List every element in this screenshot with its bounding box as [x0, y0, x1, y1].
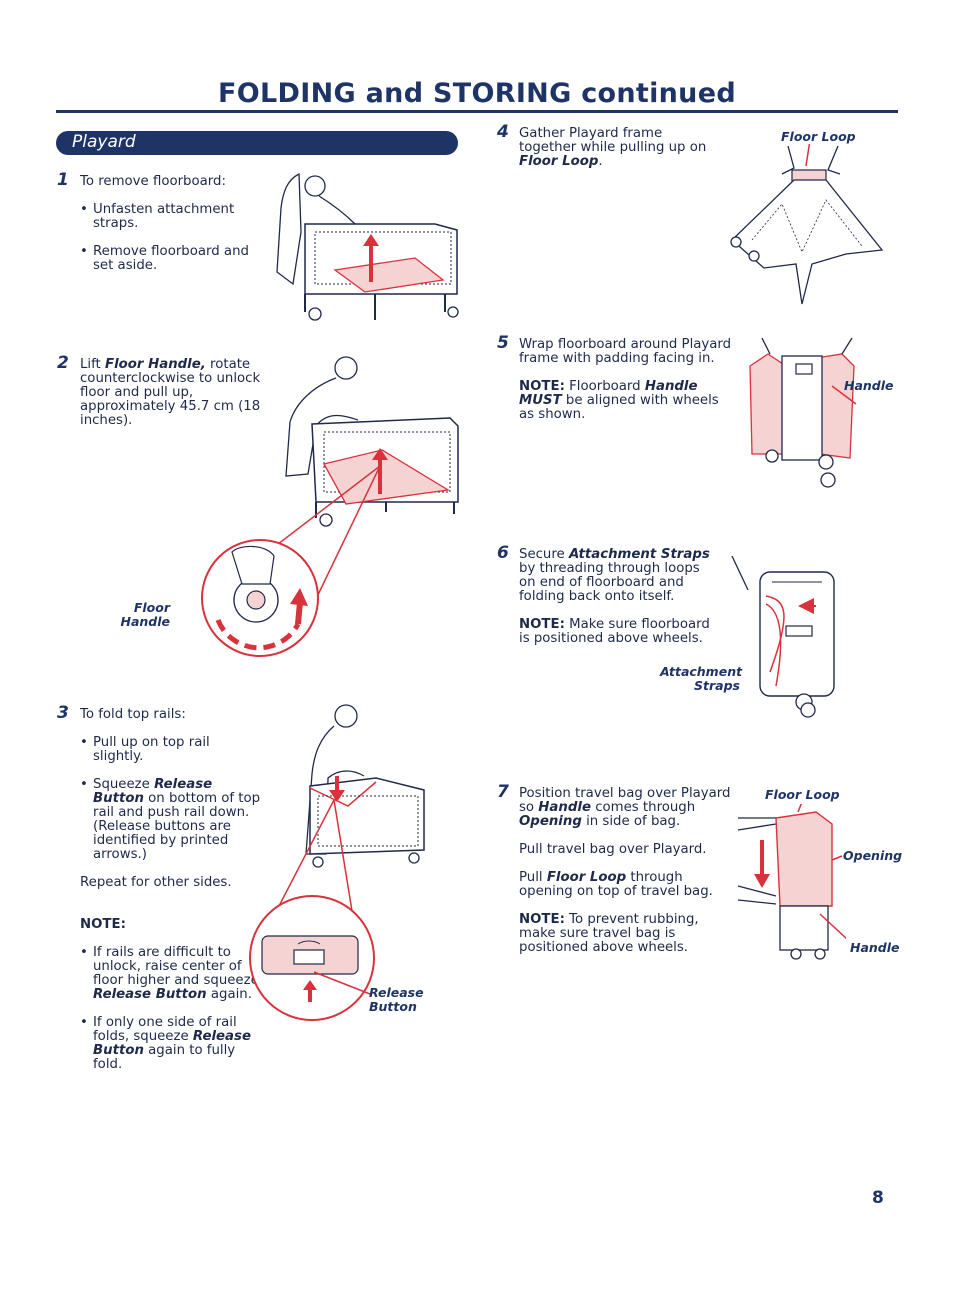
step-4-callout-floor-loop: Floor Loop	[781, 129, 856, 144]
step-6-callout-line-1: Attachment	[660, 664, 743, 679]
section-title: Playard	[72, 132, 136, 152]
step-7-text: Position travel bag over Playard so Hand…	[519, 787, 734, 955]
step-2-text-post: rotate counterclockwise to unlock floor …	[80, 357, 261, 428]
title-rule	[56, 110, 898, 113]
step-3-callout-release-button: Release Button	[369, 985, 424, 1014]
step-7-opening-term: Opening	[519, 814, 582, 829]
step-6-note-label: NOTE:	[519, 617, 565, 632]
step-2-floor-handle-term: Floor Handle,	[105, 357, 206, 372]
step-6-text-pre: Secure	[519, 547, 569, 562]
page-number: 8	[872, 1188, 884, 1208]
step-7-callout-opening: Opening	[843, 848, 903, 863]
step-3-number: 3	[57, 703, 69, 723]
step-6-text: Secure Attachment Straps by threading th…	[519, 548, 719, 646]
step-7-callout-handle: Handle	[850, 940, 900, 955]
step-3-bullet-1: Pull up on top rail slightly.	[80, 736, 262, 764]
step-4-illustration	[730, 144, 884, 305]
step-4-floor-loop-term: Floor Loop	[519, 154, 599, 169]
step-6-note-text: Make sure floorboard is positioned above…	[519, 617, 710, 646]
step-7-floor-loop-term: Floor Loop	[546, 870, 627, 885]
step-7-illustration	[737, 804, 846, 960]
step-3-note-2-post: again to fully fold.	[93, 1043, 236, 1072]
step-3-note-2: If only one side of rail folds, squeeze …	[80, 1016, 262, 1072]
step-5-illustration	[749, 337, 857, 488]
step-2-illustration	[201, 356, 459, 657]
step-3-release-button-term: Release Button	[93, 777, 213, 806]
step-5-note-post: be aligned with wheels as shown.	[519, 393, 719, 422]
step-1-number: 1	[57, 170, 69, 190]
step-1-intro: To remove floorboard:	[80, 174, 226, 189]
step-3-note-1-pre: If rails are difficult to unlock, raise …	[93, 945, 259, 988]
step-4-number: 4	[497, 122, 509, 142]
step-7-p3-post: through opening on top of travel bag.	[519, 870, 713, 899]
step-3-illustration	[249, 704, 425, 1021]
step-6-callout-line-2: Straps	[694, 678, 740, 693]
step-7-note-label: NOTE:	[519, 912, 565, 927]
step-6-callout-attachment-straps: Attachment Straps	[660, 664, 743, 693]
step-6-text-post: by threading through loops on end of flo…	[519, 561, 700, 604]
step-3-note-1: If rails are difficult to unlock, raise …	[80, 946, 262, 1002]
step-1-text: To remove floorboard: Unfasten attachmen…	[80, 175, 272, 273]
step-1-illustration	[276, 172, 459, 321]
step-2-number: 2	[57, 353, 69, 373]
step-6-attachment-straps-term: Attachment Straps	[568, 547, 710, 562]
page-title: FOLDING and STORING continued	[218, 78, 736, 109]
step-3-note-1-post: again.	[206, 987, 252, 1002]
step-2-text-pre: Lift	[80, 357, 105, 372]
step-3-note-1-term: Release Button	[93, 987, 207, 1002]
step-7-p1-mid: comes through	[590, 800, 696, 815]
step-5-number: 5	[497, 333, 509, 353]
step-3-note-label: NOTE:	[80, 917, 126, 932]
step-3-intro: To fold top rails:	[80, 707, 186, 722]
step-4-text: Gather Playard frame together while pull…	[519, 127, 719, 169]
step-1-bullet-1: Unfasten attachment straps.	[80, 203, 272, 231]
section-header: Playard	[56, 131, 458, 155]
step-7-number: 7	[497, 782, 509, 802]
step-7-p2: Pull travel bag over Playard.	[519, 842, 707, 857]
step-2-callout-floor-handle: Floor Handle	[120, 600, 170, 629]
step-4-text-post: .	[598, 154, 603, 169]
step-7-note-text: To prevent rubbing, make sure travel bag…	[519, 912, 699, 955]
step-7-p1-pre: Position travel bag over Playard so	[519, 786, 731, 815]
step-2-text: Lift Floor Handle, rotate counterclockwi…	[80, 358, 270, 428]
step-5-note-pre: Floorboard	[564, 379, 645, 394]
step-6-number: 6	[497, 543, 509, 563]
step-5-handle-must-term: Handle MUST	[519, 379, 698, 408]
step-3-note-2-term: Release Button	[93, 1029, 251, 1058]
step-7-callout-floor-loop: Floor Loop	[765, 787, 840, 802]
step-3-bullet-2-post: on bottom of top rail and push rail down…	[93, 791, 261, 862]
step-1-bullet-2: Remove floorboard and set aside.	[80, 245, 272, 273]
step-5-instruction: Wrap floorboard around Playard frame wit…	[519, 337, 732, 366]
step-5-callout-handle: Handle	[844, 378, 894, 393]
step-5-text: Wrap floorboard around Playard frame wit…	[519, 338, 737, 422]
step-6-illustration	[731, 555, 835, 718]
step-3-text: To fold top rails: Pull up on top rail s…	[80, 708, 262, 1072]
step-3-note-2-pre: If only one side of rail folds, squeeze	[93, 1015, 237, 1044]
step-4-text-pre: Gather Playard frame together while pull…	[519, 126, 707, 155]
step-7-p1-post: in side of bag.	[581, 814, 681, 829]
step-7-handle-term: Handle	[538, 800, 591, 815]
step-5-note-label: NOTE:	[519, 379, 565, 394]
step-3-bullet-2-pre: Squeeze	[93, 777, 155, 792]
step-3-bullet-2: Squeeze Release Button on bottom of top …	[80, 778, 262, 862]
step-7-p3-pre: Pull	[519, 870, 547, 885]
step-3-repeat: Repeat for other sides.	[80, 875, 232, 890]
